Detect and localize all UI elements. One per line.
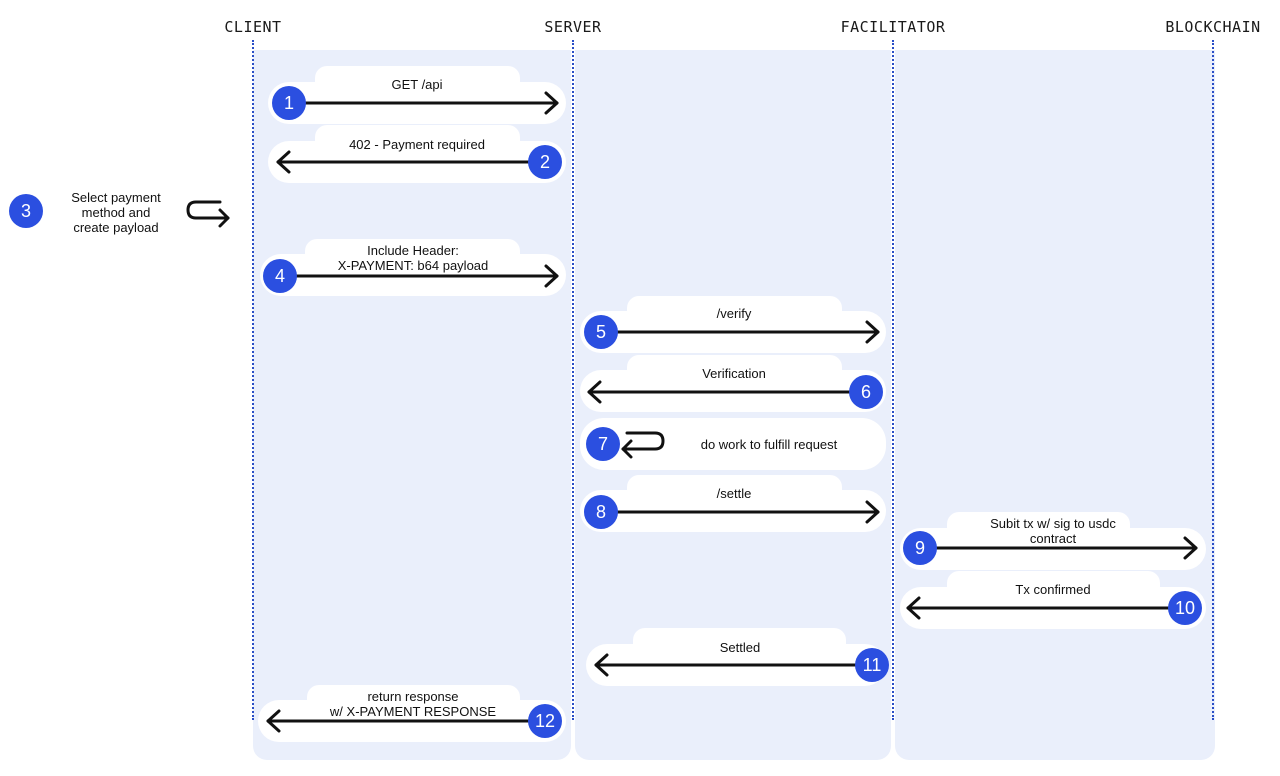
step-4-arrowhead [544,264,559,288]
step-4-label: Include Header: X-PAYMENT: b64 payload [337,243,489,273]
step-8-label: /settle [716,486,752,501]
lane-label-client: CLIENT [224,18,282,36]
step-7-number-badge: 7 [586,427,620,461]
step-2-label: 402 - Payment required [349,137,485,152]
step-1-label: GET /api [391,77,443,92]
step-2-number-badge: 2 [528,145,562,179]
step-4-number-badge: 4 [263,259,297,293]
blockchain-lifeline [1212,40,1214,720]
step-1-arrowhead [544,91,559,115]
step-7-label: do work to fulfill request [700,437,838,452]
step-12-number-badge: 12 [528,704,562,738]
step-6-arrowhead [587,380,602,404]
lane-label-server: SERVER [544,18,602,36]
step-3-self-loop-icon [186,200,230,228]
step-8-number-badge: 8 [584,495,618,529]
step-2-arrowhead [276,150,291,174]
step-9-arrowhead [1183,536,1198,560]
step-11-label: Settled [719,640,761,655]
lane-label-blockchain: BLOCKCHAIN [1165,18,1261,36]
step-12-label: return response w/ X-PAYMENT RESPONSE [329,689,497,719]
step-10-label: Tx confirmed [1015,582,1091,597]
step-6-label: Verification [702,366,766,381]
step-7-pill [580,418,886,470]
facilitator-lane-background [895,50,1215,760]
step-9-label: Subit tx w/ sig to usdc contract [990,516,1116,546]
step-12-arrowhead [266,709,281,733]
step-10-arrowhead [906,596,921,620]
step-10-number-badge: 10 [1168,591,1202,625]
lane-label-facilitator: FACILITATOR [840,18,946,36]
step-5-number-badge: 5 [584,315,618,349]
step-6-number-badge: 6 [849,375,883,409]
facilitator-lifeline [892,40,894,720]
client-lifeline [252,40,254,720]
step-3-number-badge: 3 [9,194,43,228]
step-8-arrowhead [865,500,880,524]
step-5-arrowhead [865,320,880,344]
step-9-number-badge: 9 [903,531,937,565]
step-5-label: /verify [716,306,752,321]
server-lifeline [572,40,574,720]
step-11-arrowhead [594,653,609,677]
step-1-number-badge: 1 [272,86,306,120]
step-7-self-loop-icon [621,431,665,459]
step-11-number-badge: 11 [855,648,889,682]
step-3-label: Select payment method and create payload [71,190,161,235]
